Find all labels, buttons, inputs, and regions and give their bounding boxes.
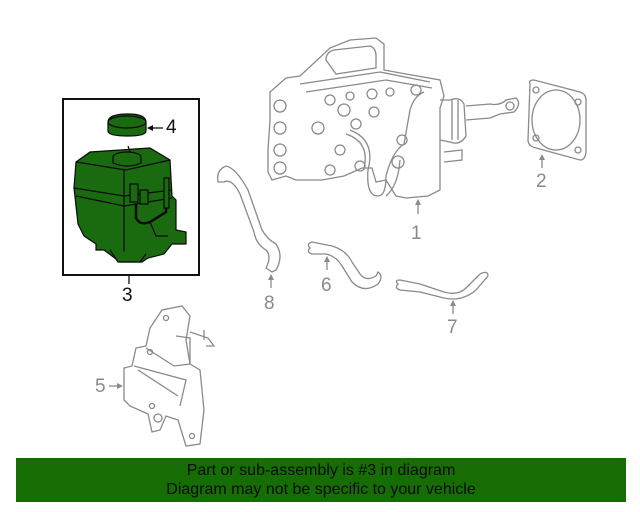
callout-8[interactable]: 8 xyxy=(264,293,275,314)
diagram-notice-banner: Part or sub-assembly is #3 in diagram Di… xyxy=(16,458,626,502)
banner-line-disclaimer: Diagram may not be specific to your vehi… xyxy=(166,481,476,498)
reservoir-cap-drawing xyxy=(107,113,147,137)
hose-6-drawing xyxy=(307,241,382,290)
callout-7[interactable]: 7 xyxy=(447,317,458,338)
callout-5[interactable]: 5 xyxy=(95,376,106,397)
callout-6[interactable]: 6 xyxy=(321,275,332,296)
callout-2[interactable]: 2 xyxy=(536,171,547,192)
hose-8-drawing xyxy=(217,165,281,273)
hose-7-drawing xyxy=(395,271,489,300)
callout-3[interactable]: 3 xyxy=(122,285,133,306)
banner-line-part-number: Part or sub-assembly is #3 in diagram xyxy=(186,462,456,479)
callout-4[interactable]: 4 xyxy=(166,117,177,138)
bracket-drawing xyxy=(123,305,216,447)
callout-1[interactable]: 1 xyxy=(411,223,422,244)
gasket-drawing xyxy=(527,79,587,161)
brake-actuator-drawing xyxy=(267,37,520,199)
reservoir-drawing xyxy=(73,145,187,263)
